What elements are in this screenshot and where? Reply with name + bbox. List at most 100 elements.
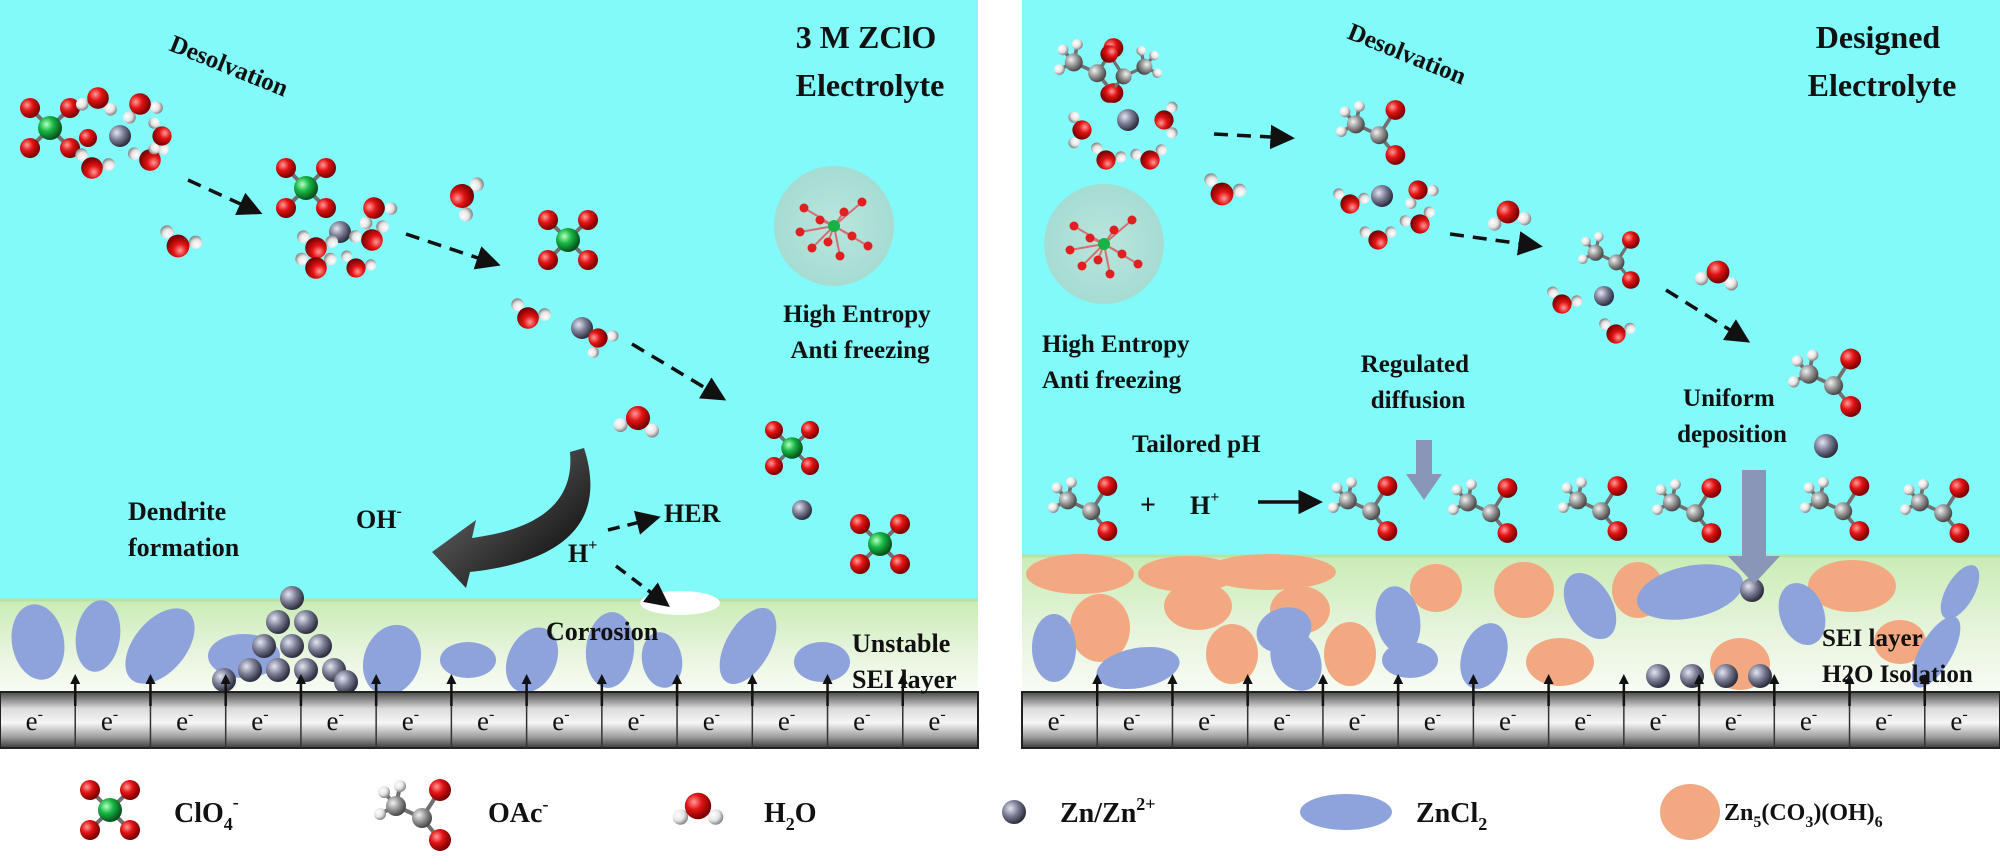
acetate-ion xyxy=(1900,478,1970,543)
zinc-ion xyxy=(1117,109,1139,131)
electron-label: e- xyxy=(1875,706,1892,736)
perchlorate-ion xyxy=(538,210,598,270)
electron-label: e- xyxy=(928,706,945,736)
electron-label: e- xyxy=(402,706,419,736)
left-desolvation-arrows xyxy=(187,178,727,401)
oh-label: OH- xyxy=(356,503,402,534)
electron-label: e- xyxy=(552,706,569,736)
electron-label: e- xyxy=(853,706,870,736)
water-molecule xyxy=(1130,144,1167,170)
left-molecules xyxy=(20,87,910,574)
zinc-ion xyxy=(792,500,812,520)
electron-label: e- xyxy=(1349,706,1366,736)
water-molecule xyxy=(1488,200,1532,231)
acetate-ion xyxy=(1328,476,1398,541)
electron-label: e- xyxy=(176,706,193,736)
water-molecule xyxy=(1359,226,1397,250)
water-molecule xyxy=(1399,206,1435,234)
plus-sign: + xyxy=(1140,490,1156,521)
solvation-sheath-1 xyxy=(20,87,172,179)
legend: ClO4- OAc- H2O Zn/Zn2+ ZnCl2 Zn5(CO3)(OH… xyxy=(80,779,1883,851)
electron-label: e- xyxy=(627,706,644,736)
electron-label: e- xyxy=(1950,706,1967,736)
right-panel: e-e-e-e-e-e-e-e-e-e-e-e-e- Designed Elec… xyxy=(1021,0,2000,749)
water-molecule xyxy=(587,328,619,358)
legend-carbonate: Zn5(CO3)(OH)6 xyxy=(1724,800,1883,831)
water-molecule xyxy=(1068,111,1092,149)
water-molecule xyxy=(1154,101,1178,139)
perchlorate-ion xyxy=(80,780,140,840)
water-molecule xyxy=(75,148,115,179)
water-molecule xyxy=(672,792,724,825)
electron-label: e- xyxy=(1725,706,1742,736)
perchlorate-ion xyxy=(276,158,336,218)
electron-label: e- xyxy=(327,706,344,736)
water-molecule xyxy=(359,197,398,230)
legend-zn: Zn/Zn2+ xyxy=(1060,794,1156,829)
water-molecule xyxy=(349,220,389,251)
corrosion-label: Corrosion xyxy=(546,617,659,646)
regulated-diffusion-arrow xyxy=(1406,440,1442,500)
zn-uniform-deposits xyxy=(1646,578,1772,688)
water-molecule xyxy=(450,177,484,222)
oh-curved-arrow xyxy=(432,448,591,588)
electron-label: e- xyxy=(1198,706,1215,736)
acetate-ion xyxy=(1788,348,1862,417)
zinc-ion xyxy=(109,125,131,147)
zinc-ion xyxy=(1371,185,1393,207)
her-label: HER xyxy=(664,499,721,528)
her-arrows xyxy=(607,510,670,607)
electron-label: e- xyxy=(26,706,43,736)
left-electrode xyxy=(0,691,979,749)
acetate-ion xyxy=(1558,476,1628,541)
water-molecule xyxy=(511,298,551,329)
left-high-entropy-label: High Entropy Anti freezing xyxy=(783,301,937,364)
regulated-diffusion-label: Regulated diffusion xyxy=(1361,351,1476,414)
legend-h2o: H2O xyxy=(764,798,817,834)
water-molecule xyxy=(1204,173,1247,206)
left-electrolyte-bg xyxy=(0,0,978,600)
electron-label: e- xyxy=(703,706,720,736)
water-molecule xyxy=(295,252,337,279)
legend-icons xyxy=(80,779,1026,851)
water-molecule xyxy=(1547,286,1583,314)
water-molecule xyxy=(613,406,660,438)
right-desolvation-arrows xyxy=(1213,124,1751,343)
dendrite-label: Dendrite formation xyxy=(128,497,240,562)
water-molecule xyxy=(127,142,169,171)
electron-label: e- xyxy=(1273,706,1290,736)
legend-oac: OAc- xyxy=(488,794,548,829)
electron-label: e- xyxy=(1048,706,1065,736)
electron-label: e- xyxy=(1499,706,1516,736)
acetate-ion xyxy=(1048,476,1118,541)
unstable-sei-label: Unstable SEI layer xyxy=(852,629,957,694)
tailored-ph-label: Tailored pH xyxy=(1132,431,1261,458)
left-panel: e-e-e-e-e-e-e-e-e-e-e-e-e- Dendrite form… xyxy=(0,0,979,749)
sei-isolation-label: SEI layer H2O Isolation xyxy=(1822,625,1973,688)
water-molecule xyxy=(341,250,377,278)
electron-label: e- xyxy=(1649,706,1666,736)
water-molecule xyxy=(160,225,203,258)
high-entropy-cluster xyxy=(1065,215,1143,279)
right-high-entropy-label: High Entropy Anti freezing xyxy=(1042,331,1196,394)
electron-label: e- xyxy=(1424,706,1441,736)
high-entropy-cluster xyxy=(795,197,873,261)
right-electrons: e-e-e-e-e-e-e-e-e-e-e-e-e- xyxy=(1048,674,1968,748)
left-title: 3 M ZClO Electrolyte xyxy=(796,19,945,103)
legend-carbonate-icon xyxy=(1660,784,1720,840)
acetate-ion xyxy=(1652,478,1722,543)
zinc-ion xyxy=(1002,800,1026,824)
solvation-sheath-2 xyxy=(276,158,398,279)
perchlorate-ion xyxy=(20,98,80,158)
right-zncl2-particles xyxy=(1032,564,1980,691)
legend-clo4: ClO4- xyxy=(174,792,239,834)
h-plus-label-left: H+ xyxy=(568,537,597,568)
h-plus-label-right: H+ xyxy=(1190,489,1219,520)
water-molecule xyxy=(1405,180,1439,209)
solvation-sheath-4 xyxy=(1333,100,1439,250)
uniform-deposition-arrow xyxy=(1728,470,1780,584)
acetate-ion xyxy=(1578,231,1640,289)
water-molecule xyxy=(1599,318,1636,344)
acetate-ion xyxy=(1448,478,1518,543)
